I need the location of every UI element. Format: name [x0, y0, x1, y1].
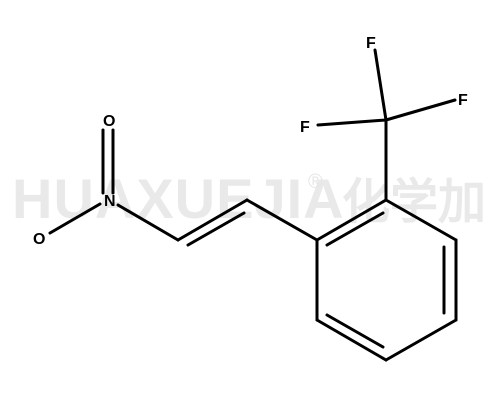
vinyl-bond-1 [245, 198, 319, 242]
cf-bond-left [316, 118, 388, 127]
vinyl-to-nitro-bond [116, 203, 180, 242]
cf-bond-top [373, 48, 388, 122]
atom-f-left: F [300, 119, 310, 136]
vinyl-double-inner [186, 211, 246, 247]
ring-bond-4-inner [325, 313, 385, 349]
atom-labels: F F F N O O [33, 35, 468, 248]
cf-bond-right [384, 98, 457, 122]
watermark-latin: HUAXUEJIA [12, 167, 345, 230]
watermark: HUAXUEJIA ® 化学加 [12, 167, 486, 230]
ring-bond-1 [384, 198, 458, 242]
ring-bond-6 [315, 198, 388, 242]
ring-bond-3 [384, 318, 458, 362]
atom-o-bottom: O [33, 231, 45, 248]
watermark-chinese: 化学加 [342, 174, 486, 230]
n-o-bottom-bond [48, 202, 102, 235]
atom-f-right: F [458, 92, 468, 109]
atom-f-top: F [366, 35, 376, 52]
atom-n: N [104, 193, 116, 210]
atom-o-top: O [103, 113, 115, 130]
bonds [48, 48, 458, 362]
vinyl-double-outer [176, 198, 249, 242]
ring-bond-6-inner [325, 211, 385, 247]
watermark-registered: ® [308, 171, 323, 193]
ring-bond-4 [315, 318, 388, 362]
